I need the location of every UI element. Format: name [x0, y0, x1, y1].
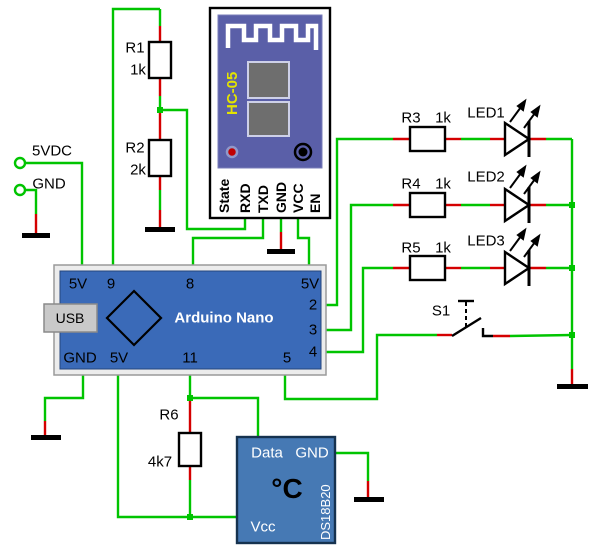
- ground-symbol: [31, 435, 61, 440]
- supply-gnd-label: GND: [32, 175, 66, 193]
- junction-dot: [187, 514, 193, 520]
- arduino-pin-4: 4: [308, 343, 318, 361]
- resistor-label-r6: R6: [159, 406, 179, 424]
- ground-symbols: [22, 227, 588, 502]
- arduino-diamond: [105, 289, 163, 347]
- resistor-value-r1: 1k: [130, 61, 146, 79]
- sensor-pin-gnd: GND: [295, 444, 329, 462]
- arduino-pin-5v-bot: 5V: [109, 349, 129, 367]
- sensor-pin-data: Data: [251, 444, 283, 462]
- hc05-pin-en: EN: [307, 193, 323, 213]
- resistor-body-r2: [147, 138, 173, 178]
- resistor-value-r6: 4k7: [147, 453, 173, 471]
- ground-symbol: [557, 384, 588, 389]
- hc05-pin-txd: TXD: [255, 185, 271, 213]
- arduino-pin-5v-top: 5V: [68, 275, 88, 293]
- wire-pin9-to-r1: [111, 7, 160, 267]
- resistor-label-r4: R4: [401, 175, 421, 193]
- resistor-label-r1: R1: [125, 39, 145, 57]
- wire-5vdc-to-arduino: [25, 161, 84, 267]
- arduino-pin-9: 9: [106, 275, 116, 293]
- usb-connector: [43, 303, 98, 333]
- arduino-pin-5v-top2: 5V: [300, 275, 320, 293]
- wire-pin5-to-switch: [283, 333, 437, 401]
- led-emission-arrows: [509, 98, 541, 129]
- arduino-pin-gnd: GND: [63, 349, 97, 367]
- wire-gnd-connector: [25, 188, 38, 214]
- arduino-pin-5: 5: [282, 349, 292, 367]
- sensor-pin-vcc: Vcc: [250, 518, 276, 536]
- wire-net-green: [25, 7, 574, 519]
- hc05-pin-vcc: VCC: [290, 183, 306, 213]
- hc05-pin-rxd: RXD: [237, 183, 253, 213]
- ds18b20-body: [235, 435, 337, 545]
- sensor-celsius-display: °C: [271, 473, 303, 504]
- hc05-button-ring: [293, 142, 313, 162]
- vertical-resistors: [147, 40, 203, 468]
- hc05-title: HC-05: [224, 71, 241, 115]
- supply-5vdc-label: 5VDC: [31, 142, 73, 160]
- wire-vcc-to-5v: [296, 219, 311, 267]
- pushbutton-s1-symbol: [451, 299, 493, 338]
- resistor-label-r3: R3: [401, 109, 421, 127]
- junction-dot: [187, 395, 193, 401]
- arduino-pin-11: 11: [182, 349, 198, 367]
- resistor-value-r2: 2k: [130, 161, 146, 179]
- wire-divider-to-rxd: [160, 108, 247, 231]
- arduino-body: [59, 270, 322, 370]
- wire-pin3-to-r4: [324, 203, 393, 332]
- arduino-pin-3: 3: [308, 321, 318, 339]
- connector-pin-5vdc: [13, 156, 27, 170]
- ground-symbol: [22, 233, 50, 238]
- switch-s1-label: S1: [431, 302, 451, 320]
- connector-pin-gnd: [13, 183, 27, 197]
- junction-dot: [569, 202, 575, 208]
- arduino-pin-2: 2: [308, 296, 318, 314]
- junction-dot: [569, 332, 575, 338]
- ground-symbol: [267, 249, 295, 254]
- resistor-label-r5: R5: [401, 239, 421, 257]
- hc05-pin-gnd: GND: [273, 181, 289, 213]
- wire-5v-to-sensor-vcc: [116, 373, 237, 519]
- resistor-body-r6: [177, 431, 203, 468]
- wire-arduino-gnd: [43, 373, 85, 421]
- ground-symbol: [354, 497, 384, 502]
- junction-dot: [157, 107, 163, 113]
- wire-pin4-to-r5: [324, 266, 393, 354]
- arduino-title: Arduino Nano: [174, 309, 274, 327]
- junction-dots: [157, 107, 575, 520]
- hc05-antenna: [225, 23, 319, 50]
- wire-pin2-to-r3: [324, 137, 393, 307]
- hc05-chip: [247, 61, 290, 99]
- hc05-module: [208, 6, 332, 220]
- wire-sensor-gnd: [335, 451, 370, 481]
- arduino-nano-board: [43, 264, 327, 376]
- resistor-label-r2: R2: [125, 139, 145, 157]
- junction-dot: [569, 265, 575, 271]
- wire-pin11-to-data: [190, 396, 260, 437]
- usb-label: USB: [55, 310, 85, 326]
- led-anode-triangle: [503, 120, 532, 158]
- resistor-body-r1: [147, 40, 173, 80]
- wire-txd-to-pin8: [191, 219, 265, 267]
- resistor-value-r3: 1k: [435, 109, 451, 127]
- led-row: [393, 98, 572, 158]
- led3-label: LED3: [467, 232, 505, 250]
- resistor-value-r4: 1k: [435, 175, 451, 193]
- hc05-button: [298, 147, 308, 157]
- hc05-status-led: [225, 145, 239, 159]
- arduino-pin-8: 8: [185, 275, 195, 293]
- resistor-value-r5: 1k: [435, 239, 451, 257]
- resistor-body: [408, 125, 447, 153]
- hc05-pin-state: State: [216, 178, 232, 213]
- ground-symbol: [145, 227, 175, 232]
- led2-label: LED2: [467, 168, 505, 186]
- switch-contact: [481, 328, 493, 338]
- sensor-title: DS18B20: [318, 484, 333, 540]
- led1-label: LED1: [467, 104, 505, 122]
- wire-switch-to-bus: [509, 333, 573, 338]
- component-leads-red: [34, 26, 574, 497]
- hc05-chip: [247, 101, 290, 137]
